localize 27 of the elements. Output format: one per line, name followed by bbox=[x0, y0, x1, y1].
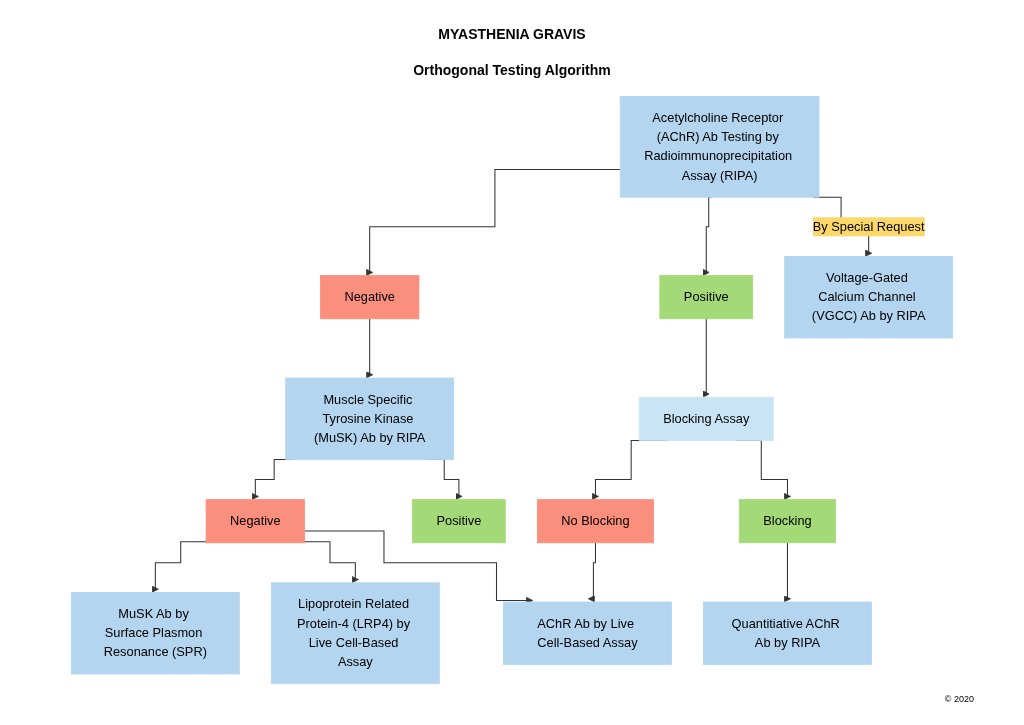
arrow bbox=[151, 541, 207, 593]
node-box: MuSK Ab by Surface Plasmon Resonance (SPR) bbox=[70, 592, 240, 675]
node-box: Lipoprotein Related Protein-4 (LRP4) by Live Cell-Based Assay bbox=[270, 582, 440, 684]
node-box: AChR Ab by Live Cell-Based Assay bbox=[503, 601, 672, 665]
node-box: Acetylcholine Receptor (AChR) Ab Testing by Radioimmunoprecipitation Assay (RIPA) bbox=[619, 96, 820, 198]
diagram-subtitle: Orthogonal Testing Algorithm bbox=[412, 62, 612, 78]
node-box: No Blocking bbox=[536, 499, 654, 544]
node-box: Negative bbox=[205, 499, 305, 544]
arrow bbox=[702, 318, 710, 398]
node-box: Positive bbox=[659, 275, 754, 320]
arrow bbox=[783, 542, 791, 603]
node-box: Negative bbox=[320, 275, 420, 320]
node-box: Positive bbox=[412, 499, 506, 544]
arrow bbox=[366, 169, 621, 276]
node-box: Blocking Assay bbox=[638, 396, 774, 441]
arrow bbox=[702, 196, 712, 276]
arrow bbox=[587, 542, 596, 603]
diagram-title: MYASTHENIA GRAVIS bbox=[437, 26, 587, 42]
arrow bbox=[366, 318, 374, 379]
arrow bbox=[304, 541, 359, 584]
node-box: Voltage-Gated Calcium Channel (VGCC) Ab by RIPA bbox=[784, 256, 954, 339]
node-box: Quantitiative AChR Ab by RIPA bbox=[703, 601, 872, 665]
copyright-note: © 2020 bbox=[944, 694, 974, 704]
node-box: Muscle Specific Tyrosine Kinase (MuSK) Ab by RIPA bbox=[285, 377, 455, 460]
node-box: Blocking bbox=[738, 499, 837, 544]
arrow bbox=[304, 530, 534, 604]
edge-label: By Special Request bbox=[812, 219, 925, 234]
